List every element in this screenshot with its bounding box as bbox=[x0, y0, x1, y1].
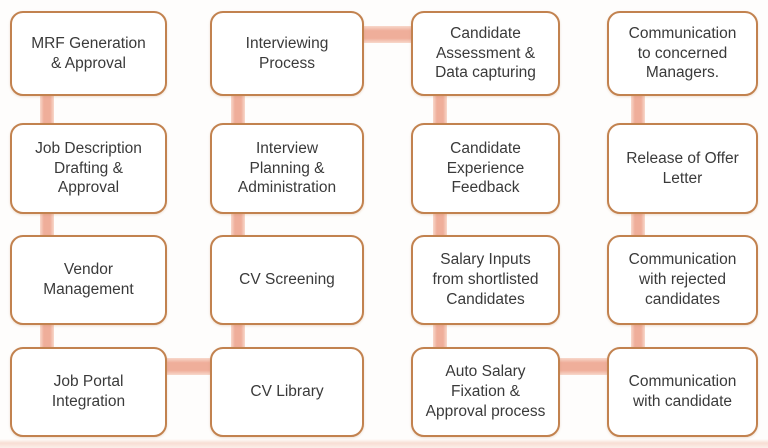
connector-planning-interviewing bbox=[231, 94, 245, 125]
connector-mrf-jobdesc bbox=[40, 94, 54, 125]
connector-jobportal-cvlibrary bbox=[165, 358, 212, 375]
flow-box-label: Job Description Drafting & Approval bbox=[35, 139, 142, 197]
flow-box-salaryinputs: Salary Inputs from shortlisted Candidate… bbox=[411, 235, 560, 325]
connector-assessment-feedback bbox=[433, 94, 447, 125]
flow-box-commmanagers: Communication to concerned Managers. bbox=[607, 11, 758, 96]
flow-box-label: Vendor Management bbox=[43, 261, 134, 298]
flow-box-mrf: MRF Generation & Approval bbox=[10, 11, 167, 96]
flow-box-jobdesc: Job Description Drafting & Approval bbox=[10, 123, 167, 214]
flow-box-label: Communication with candidate bbox=[628, 373, 737, 410]
flow-box-label: Communication to concerned Managers. bbox=[628, 24, 737, 82]
flow-box-screening: CV Screening bbox=[210, 235, 364, 325]
flow-box-autosalary: Auto Salary Fixation & Approval process bbox=[411, 347, 560, 437]
flow-box-label: CV Screening bbox=[239, 271, 335, 289]
flow-box-label: Interviewing Process bbox=[245, 34, 329, 72]
connector-screening-planning bbox=[231, 212, 245, 237]
flow-box-planning: Interview Planning & Administration bbox=[210, 123, 364, 214]
connector-vendor-jobportal bbox=[40, 323, 54, 349]
flow-box-jobportal: Job Portal Integration bbox=[10, 347, 167, 437]
flow-box-label: CV Library bbox=[250, 383, 324, 401]
flow-box-cvlibrary: CV Library bbox=[210, 347, 364, 437]
flow-box-commrejected: Communication with rejected candidates bbox=[607, 235, 758, 325]
flow-box-vendor: Vendor Management bbox=[10, 235, 167, 325]
flow-box-label: Interview Planning & Administration bbox=[237, 139, 337, 197]
flow-box-label: Candidate Assessment & Data capturing bbox=[435, 24, 536, 82]
connector-interviewing-assessment bbox=[362, 26, 413, 43]
flow-box-label: Communication with rejected candidates bbox=[628, 251, 737, 308]
connector-salaryinputs-autosalary bbox=[433, 323, 447, 349]
connector-commrejected-offerletter bbox=[631, 212, 645, 237]
connector-offerletter-commmanagers bbox=[631, 94, 645, 125]
flow-box-label: Salary Inputs from shortlisted Candidate… bbox=[432, 251, 539, 308]
flow-box-label: Release of Offer Letter bbox=[626, 149, 739, 187]
flow-box-label: Auto Salary Fixation & Approval process bbox=[425, 363, 546, 420]
connector-commcandidate-commrejected bbox=[631, 323, 645, 349]
flow-box-interviewing: Interviewing Process bbox=[210, 11, 364, 96]
connector-jobdesc-vendor bbox=[40, 212, 54, 237]
connector-cvlibrary-screening bbox=[231, 323, 245, 349]
flow-box-offerletter: Release of Offer Letter bbox=[607, 123, 758, 214]
flow-box-feedback: Candidate Experience Feedback bbox=[411, 123, 560, 214]
flow-box-assessment: Candidate Assessment & Data capturing bbox=[411, 11, 560, 96]
connector-autosalary-commcandidate bbox=[558, 358, 609, 375]
connector-feedback-salaryinputs bbox=[433, 212, 447, 237]
flow-box-label: Candidate Experience Feedback bbox=[446, 139, 525, 197]
flow-box-label: MRF Generation & Approval bbox=[31, 34, 146, 72]
flow-box-commcandidate: Communication with candidate bbox=[607, 347, 758, 437]
flow-box-label: Job Portal Integration bbox=[51, 373, 126, 410]
bottom-connector-band bbox=[0, 439, 768, 448]
